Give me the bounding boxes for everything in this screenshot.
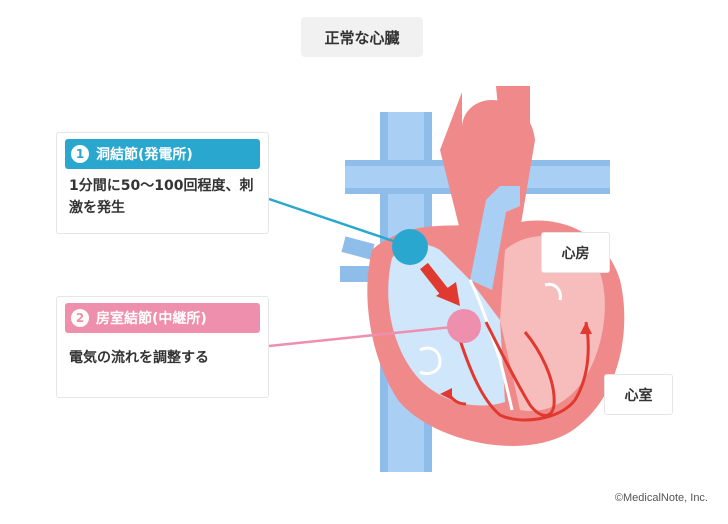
arrowhead-left bbox=[440, 388, 452, 400]
av-node bbox=[447, 309, 481, 343]
callout-av-node-text: 電気の流れを調整する bbox=[69, 350, 209, 366]
copyright-text: ©MedicalNote, Inc. bbox=[614, 492, 708, 504]
callout-av-node-label: 房室結節(中継所) bbox=[96, 311, 207, 327]
pulmonary-trunk bbox=[470, 186, 520, 290]
right-chambers bbox=[388, 244, 505, 406]
page-title: 正常な心臓 bbox=[301, 17, 423, 57]
tricuspid-valve bbox=[419, 346, 442, 376]
callout-av-node: 2 房室結節(中継所) 電気の流れを調整する bbox=[56, 296, 269, 398]
aorta-top bbox=[496, 86, 530, 130]
conduction-arrow-head bbox=[436, 282, 460, 306]
connector-av-node bbox=[268, 324, 463, 348]
callout-sa-node-label: 洞結節(発電所) bbox=[96, 147, 193, 163]
arrowhead-right bbox=[580, 322, 592, 334]
bundle-branch-right bbox=[458, 321, 590, 422]
pulmonary-vein-upper bbox=[341, 236, 375, 260]
label-atrium: 心房 bbox=[541, 232, 610, 273]
septum bbox=[468, 279, 514, 411]
callout-sa-node: 1 洞結節(発電所) 1分間に50〜100回程度、刺激を発生 bbox=[56, 132, 269, 234]
mitral-valve bbox=[544, 282, 562, 301]
callout-sa-node-header: 1 洞結節(発電所) bbox=[65, 139, 260, 169]
callout-av-node-header: 2 房室結節(中継所) bbox=[65, 303, 260, 333]
connector-sa-node bbox=[268, 197, 409, 248]
conduction-arrow-shaft bbox=[420, 262, 450, 298]
callout-number-1: 1 bbox=[71, 145, 89, 163]
callout-sa-node-text: 1分間に50〜100回程度、刺激を発生 bbox=[69, 178, 254, 216]
callout-number-2: 2 bbox=[71, 309, 89, 327]
bundle-branch-left bbox=[484, 321, 556, 417]
left-chambers bbox=[500, 236, 605, 412]
pulmonary-vein-lower bbox=[340, 266, 372, 282]
label-ventricle: 心室 bbox=[604, 374, 673, 415]
sa-node bbox=[392, 229, 428, 265]
